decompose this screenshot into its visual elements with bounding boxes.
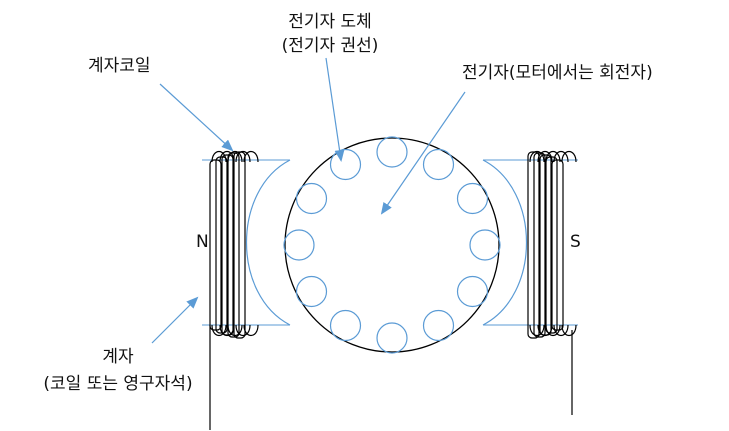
armature-conductors	[283, 136, 501, 354]
right-field-coil	[527, 150, 577, 415]
armature-conductor	[295, 182, 328, 215]
right-field-pole: S	[482, 150, 581, 415]
armature-conductor	[456, 275, 489, 308]
arrow-field	[151, 296, 199, 344]
label-field-line1: 계자	[102, 347, 134, 367]
arrow-armature	[380, 91, 466, 215]
armature-conductor	[422, 309, 455, 342]
right-pole-face	[482, 159, 528, 326]
left-field-coil	[209, 150, 259, 430]
armature-conductor	[422, 148, 455, 181]
label-conductor-line2: (전기자 권선)	[282, 36, 379, 56]
arrow-field-coil	[159, 83, 234, 152]
left-field-pole: N	[196, 150, 291, 430]
armature	[283, 136, 501, 354]
arrow-conductor	[325, 57, 345, 162]
armature-conductor	[376, 136, 408, 168]
armature-body	[284, 137, 500, 353]
label-field-coil: 계자코일	[88, 56, 151, 76]
armature-conductor	[295, 275, 328, 308]
armature-conductor	[329, 148, 362, 181]
label-field-line2: (코일 또는 영구자석)	[43, 374, 192, 394]
label-armature: 전기자(모터에서는 회전자)	[462, 63, 653, 83]
pole-label-n: N	[196, 232, 209, 252]
armature-conductor	[456, 182, 489, 215]
armature-conductor	[329, 309, 362, 342]
armature-conductor	[469, 229, 501, 261]
pole-label-s: S	[570, 232, 581, 252]
armature-conductor	[376, 322, 408, 354]
armature-conductor	[283, 229, 315, 261]
left-pole-face	[245, 159, 291, 326]
label-conductor-line1: 전기자 도체	[288, 12, 372, 32]
